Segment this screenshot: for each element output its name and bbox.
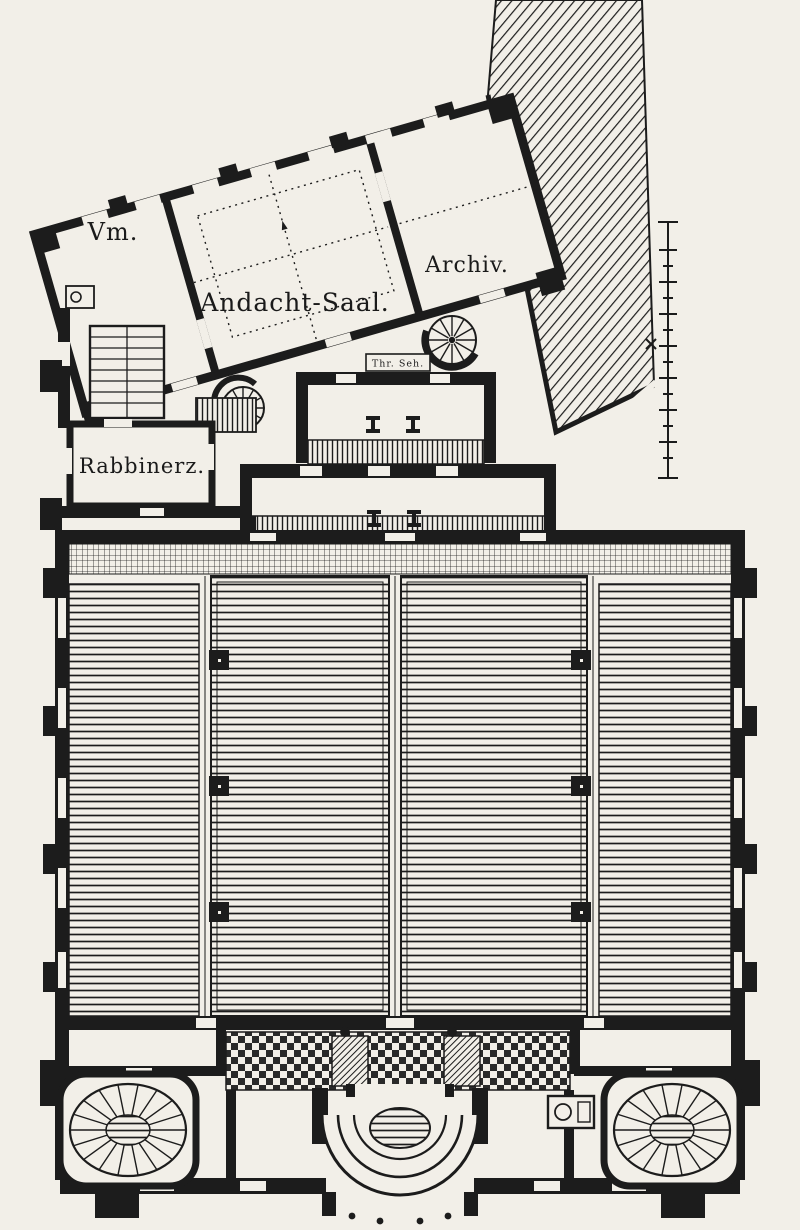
checker-vestibule bbox=[225, 1031, 571, 1091]
hall-wall-pilasters bbox=[43, 530, 757, 1030]
aisle-lines bbox=[204, 576, 594, 1016]
label-vm: Vm. bbox=[87, 218, 139, 246]
oval-stair-right bbox=[600, 1070, 744, 1190]
scale-bar bbox=[645, 221, 678, 479]
entrance-zone bbox=[40, 1027, 760, 1225]
hall-east-windows bbox=[734, 598, 742, 988]
label-archiv: Archiv. bbox=[424, 253, 509, 278]
wing-top-pilasters bbox=[107, 101, 456, 212]
vestibule bbox=[240, 372, 556, 537]
room-rabbinerzimmer bbox=[64, 419, 216, 510]
pew-block-west bbox=[68, 583, 200, 1017]
pew-block-east bbox=[598, 583, 732, 1017]
label-tuer-schild: Thr. Seh. bbox=[372, 359, 424, 370]
label-rabbinerzimmer: Rabbinerz. bbox=[79, 454, 205, 478]
door-sign: Thr. Seh. bbox=[365, 353, 431, 372]
vestibule-pier-left bbox=[331, 1035, 369, 1087]
column-centers bbox=[218, 659, 583, 914]
service-box bbox=[546, 1094, 596, 1130]
main-entrance-steps bbox=[312, 1084, 488, 1197]
hall-west-windows bbox=[58, 598, 66, 988]
column-base-glyphs bbox=[366, 416, 421, 527]
room-labels: Vm. Andacht-Saal. Archiv. Rabbinerz. Thr… bbox=[79, 218, 509, 478]
oval-stair-left bbox=[56, 1070, 200, 1190]
straight-stair-west bbox=[88, 324, 166, 420]
scale-bar-cross-mark bbox=[645, 338, 657, 350]
wing-bottom-doors bbox=[170, 288, 506, 392]
wall-box-detail bbox=[65, 285, 95, 309]
vestibule-pier-right bbox=[443, 1035, 481, 1087]
main-hall bbox=[43, 530, 757, 1030]
vestibule-steps bbox=[307, 439, 485, 465]
spiral-stair-archiv bbox=[421, 315, 479, 371]
label-andacht-saal: Andacht-Saal. bbox=[199, 288, 390, 317]
wing-top-windows bbox=[81, 111, 451, 226]
foundation-stubs bbox=[95, 1192, 705, 1225]
ceiling-dashed-lines bbox=[193, 168, 527, 341]
west-outer-wall bbox=[40, 308, 70, 530]
center-mark bbox=[281, 220, 288, 231]
pew-block-center-right bbox=[400, 575, 588, 1017]
pew-block-center-left bbox=[210, 575, 390, 1017]
hall-tile-strip bbox=[68, 543, 732, 575]
